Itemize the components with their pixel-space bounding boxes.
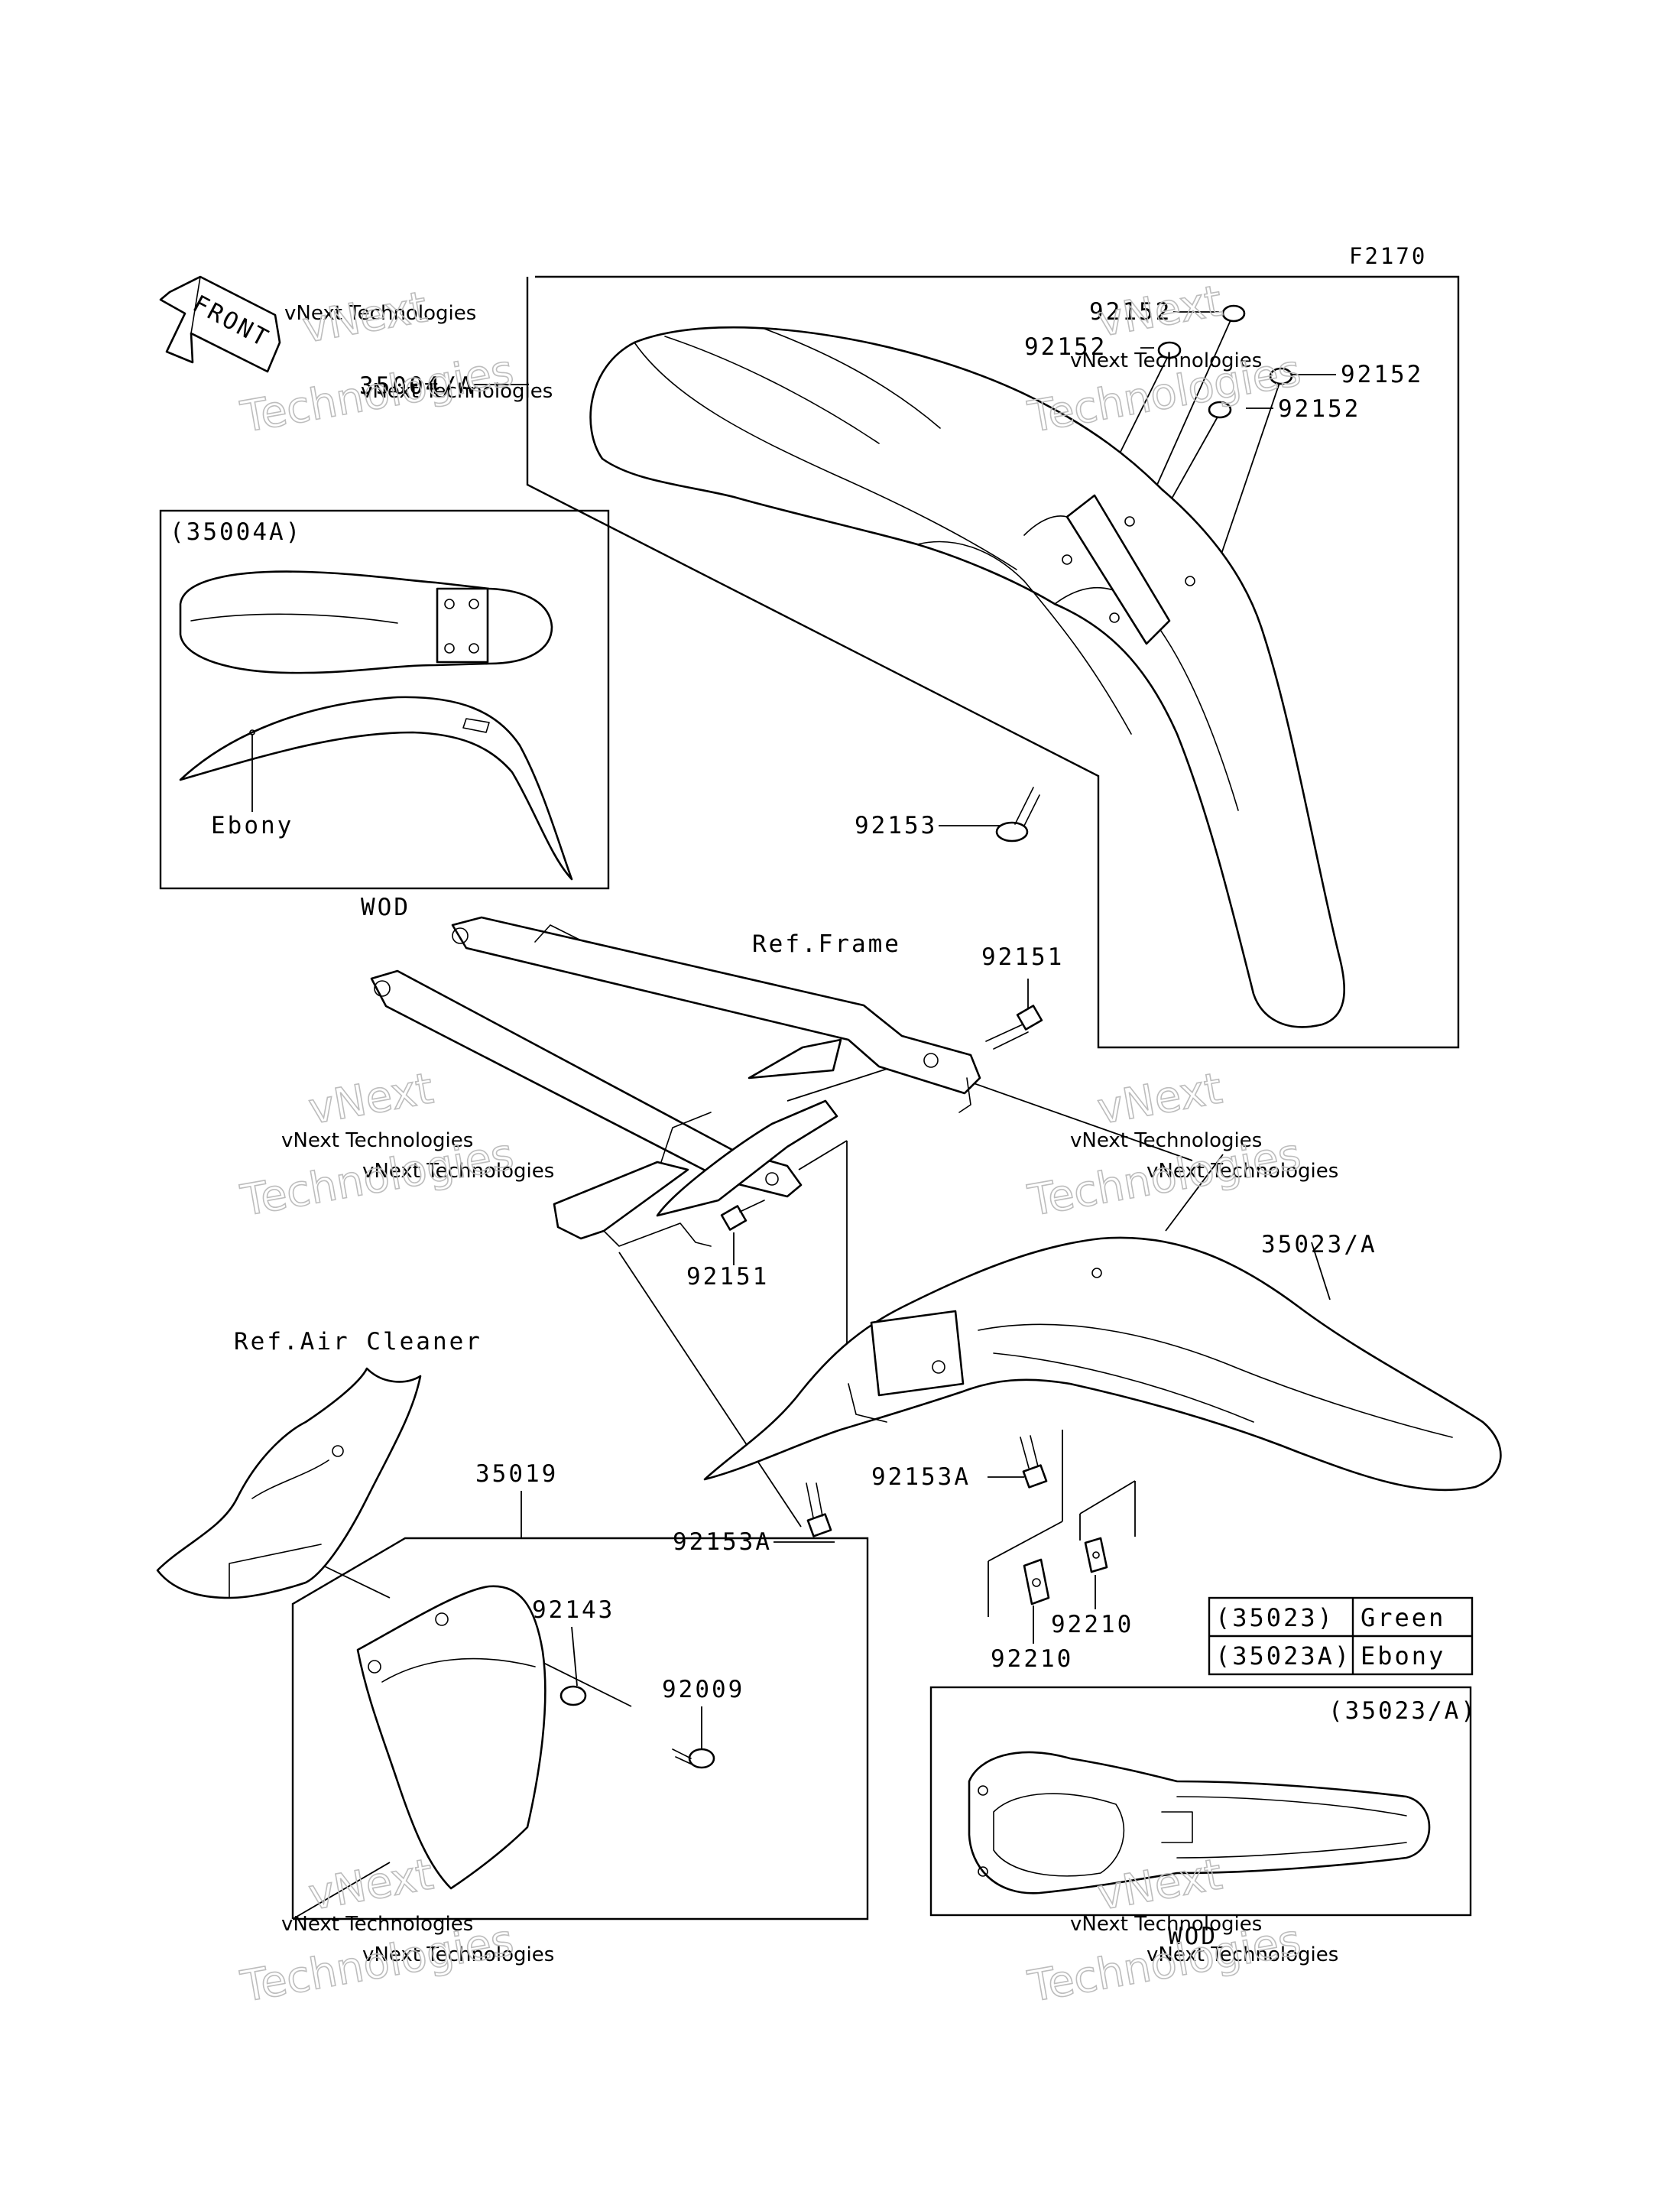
part-92151-bottom: 92151 [686,1263,769,1291]
inset-rear-fender-box [929,1686,1472,1917]
color-table: (35023) Green (35023A) Ebony [1208,1596,1474,1676]
part-92151-top: 92151 [981,943,1064,971]
inset-rear-fender-drawing [968,1751,1431,1894]
part-35023-a: 35023/A [1261,1231,1377,1258]
svg-text:vNext Technologies: vNext Technologies [362,1160,554,1183]
color-table-color-0: Green [1361,1603,1445,1632]
rear-fender-main [703,1236,1502,1492]
part-92153: 92153 [855,812,937,839]
part-92210-left: 92210 [991,1645,1073,1673]
part-92152-1: 92152 [1089,298,1172,326]
svg-text:vNext: vNext [305,1849,436,1920]
ref-frame-label: Ref.Frame [752,930,901,958]
svg-text:vNext Technologies: vNext Technologies [1070,349,1262,372]
inset-front-color-note: Ebony [211,812,294,839]
inset-front-fender-box [159,509,610,890]
figure-code: F2170 [1349,243,1427,269]
model-tag-top: WOD [361,894,410,921]
svg-text:vNext Technologies: vNext Technologies [1070,1129,1262,1152]
svg-text:vNext Technologies: vNext Technologies [281,1129,473,1152]
bolt-92151-top [985,1005,1043,1050]
rear-flap-group-frame [291,1537,869,1920]
color-table-code-1: (35023A) [1215,1641,1351,1670]
part-92009: 92009 [662,1676,744,1703]
svg-text:vNext: vNext [305,1063,436,1134]
part-92152-4: 92152 [1278,395,1361,423]
model-tag-bottom: WOD [1168,1923,1218,1950]
watermark-bottom-left: vNext Technologies vNext Technologies vN… [236,1849,554,2013]
part-92143: 92143 [532,1596,615,1624]
svg-text:vNext Technologies: vNext Technologies [281,1913,473,1936]
part-92152-2: 92152 [1024,333,1107,361]
svg-text:vNext Technologies: vNext Technologies [284,302,476,325]
mud-flap-drawing [356,1585,546,1890]
watermark-middle-left: vNext Technologies vNext Technologies vN… [236,1063,554,1227]
bolt-92153a-right [1020,1435,1048,1489]
bolt-92153 [995,787,1040,843]
washers-92152 [1157,304,1293,419]
svg-text:vNext: vNext [1094,276,1225,346]
clip-92210-right [1084,1537,1108,1573]
part-92153a-left: 92153A [673,1528,772,1556]
clip-92210-left [1023,1558,1050,1605]
part-92152-3: 92152 [1341,361,1423,388]
ref-air-cleaner-label: Ref.Air Cleaner [234,1328,482,1355]
front-fender-group-frame [526,275,1460,1049]
screw-92009 [672,1748,715,1769]
air-cleaner-drawing [156,1367,422,1599]
part-35004-a: 35004/A [359,372,475,400]
inset-front-fender-drawing [179,570,573,881]
bolt-92153a-left [806,1482,832,1537]
svg-text:vNext: vNext [1094,1063,1225,1134]
color-table-color-1: Ebony [1361,1641,1445,1670]
color-table-code-0: (35023) [1215,1603,1335,1632]
watermark-top-left: vNext Technologies vNext Technologies vN… [236,282,553,443]
part-92153a-right: 92153A [871,1463,971,1491]
svg-text:Technologies: Technologies [237,346,517,443]
inset-rear-title: (35023/A) [1328,1697,1477,1725]
svg-text:vNext: vNext [299,282,430,352]
front-fender-main [589,326,1346,1028]
bolt-92151-bottom [720,1200,765,1231]
front-direction-arrow: FRONT [159,275,281,373]
washer-92143 [559,1685,587,1706]
svg-text:vNext Technologies: vNext Technologies [1146,1160,1338,1183]
svg-text:vNext Technologies: vNext Technologies [361,380,553,403]
part-35019: 35019 [475,1460,558,1488]
subframe-drawing [370,916,981,1247]
watermark-middle-right: vNext Technologies vNext Technologies vN… [1023,1063,1338,1227]
svg-text:vNext Technologies: vNext Technologies [1146,1943,1338,1966]
part-92210-right: 92210 [1051,1611,1134,1638]
inset-front-title: (35004A) [170,518,302,546]
svg-text:vNext Technologies: vNext Technologies [362,1943,554,1966]
svg-text:vNext Technologies: vNext Technologies [1070,1913,1262,1936]
